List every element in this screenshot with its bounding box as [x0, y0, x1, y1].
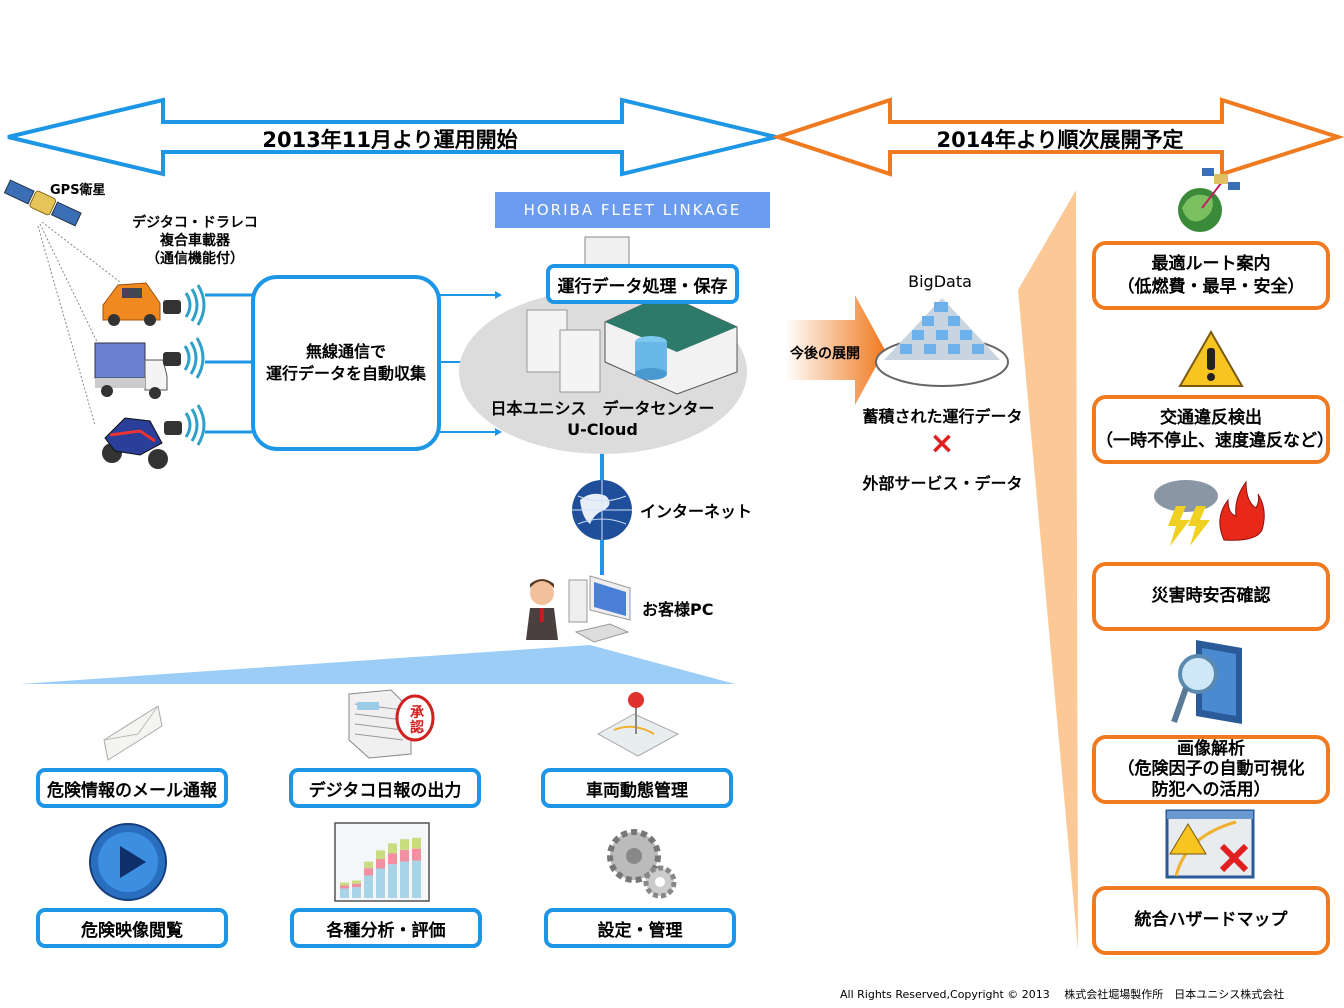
chart-bar-segment	[364, 875, 373, 898]
chart-bar-segment	[340, 888, 349, 898]
chart-bar-segment	[376, 858, 385, 869]
stamp-char2: 認	[410, 720, 424, 736]
device-label-line3: （通信機能付）	[146, 251, 244, 267]
service-button-danger-mail[interactable]: 危険情報のメール通報	[36, 768, 228, 808]
envelope-icon	[103, 705, 163, 761]
chart-bar-segment	[400, 839, 409, 850]
chart-bar-segment	[388, 843, 397, 854]
gears-icon	[607, 829, 677, 899]
chart-bar-segment	[400, 849, 409, 862]
truck-icon	[94, 337, 205, 399]
video-search-icon	[1171, 640, 1242, 724]
customer-pc-icon	[568, 575, 631, 643]
gps-satellite-icon	[3, 179, 82, 227]
bar-chart-icon	[334, 822, 430, 902]
datacenter-cloud	[459, 236, 747, 454]
chart-bar-segment	[376, 868, 385, 898]
service-button-danger-video[interactable]: 危険映像閲覧	[36, 908, 228, 948]
services-spread	[20, 645, 735, 684]
customer-pc-label: お客様PC	[642, 600, 714, 619]
future-item-title: 画像解析	[1177, 738, 1245, 759]
play-button-icon	[89, 823, 167, 901]
service-button-vehicle-tracking[interactable]: 車両動態管理	[541, 768, 733, 808]
wireless-box-line2: 運行データを自動収集	[265, 364, 426, 383]
chart-bar-segment	[400, 861, 409, 898]
future-item-subtitle: （低燃費・最早・安全）	[1117, 276, 1305, 297]
chart-bar-segment	[388, 864, 397, 898]
horiba-fleet-linkage-logo: HORIBA FLEET LINKAGE	[495, 192, 770, 228]
wireless-box-line1: 無線通信で	[305, 342, 386, 361]
chart-bar-segment	[352, 883, 361, 888]
future-item-subtitle: （危険因子の自動可視化	[1117, 759, 1305, 780]
device-label-line2: 複合車載器	[160, 233, 230, 249]
future-item-title: 最適ルート案内	[1151, 254, 1271, 275]
external-data-label: 外部サービス・データ	[862, 474, 1023, 493]
internet-globe-icon	[572, 480, 632, 540]
customer-person-icon	[526, 579, 558, 640]
approval-stamp: 承 認	[402, 706, 432, 736]
future-item-optimal-route: 最適ルート案内 （低燃費・最早・安全）	[1092, 241, 1330, 310]
current-period-label: 2013年11月より運用開始	[262, 128, 518, 152]
copyright-footer: All Rights Reserved,Copyright © 2013 株式会…	[840, 988, 1285, 1001]
service-button-settings[interactable]: 設定・管理	[544, 908, 736, 948]
hazard-map-icon	[1165, 809, 1255, 879]
data-processing-box: 運行データ処理・保存	[546, 264, 739, 304]
future-development-arrow	[785, 295, 885, 405]
future-period-label: 2014年より順次展開予定	[936, 128, 1184, 152]
ucloud-name: U-Cloud	[567, 420, 638, 439]
chart-bar-segment	[364, 861, 373, 869]
datacenter-label: 日本ユニシス データセンター U-Cloud	[470, 398, 735, 440]
service-label: 各種分析・評価	[326, 920, 446, 941]
cross-icon: ×	[929, 426, 955, 461]
motorcycle-icon	[102, 404, 206, 469]
chart-bar-segment	[340, 882, 349, 886]
server-icon	[559, 329, 601, 393]
service-label: 設定・管理	[597, 920, 683, 941]
future-item-title: 災害時安否確認	[1151, 586, 1271, 607]
future-item-subtitle2: 防犯への活用）	[1151, 779, 1271, 800]
future-wedge	[1018, 190, 1078, 950]
wireless-collection-box: 無線通信で 運行データを自動収集	[251, 275, 441, 451]
report-stamp-icon	[348, 689, 435, 759]
device-label-line1: デジタコ・ドラレコ	[132, 215, 258, 231]
chart-bar-segment	[412, 860, 421, 898]
future-item-disaster-safety: 災害時安否確認	[1092, 562, 1330, 631]
globe-satellite-icon	[1178, 168, 1240, 232]
future-item-violation-detection: 交通違反検出 （一時不停止、速度違反など）	[1092, 395, 1334, 464]
internet-label: インターネット	[640, 502, 753, 521]
future-item-title: 統合ハザードマップ	[1134, 910, 1288, 931]
chart-bar-segment	[340, 885, 349, 889]
service-label: デジタコ日報の出力	[308, 780, 462, 801]
device-label: デジタコ・ドラレコ 複合車載器 （通信機能付）	[130, 214, 260, 268]
service-button-digitaco-report[interactable]: デジタコ日報の出力	[289, 768, 481, 808]
storm-fire-icon	[1154, 480, 1265, 546]
gps-label: GPS衛星	[50, 183, 106, 198]
gps-signal-lines	[37, 221, 121, 426]
service-label: 危険映像閲覧	[81, 920, 183, 941]
bigdata-pyramid-icon	[875, 298, 1009, 387]
future-item-subtitle: （一時不停止、速度違反など）	[1096, 430, 1334, 451]
chart-bar-segment	[364, 868, 373, 876]
bigdata-label: BigData	[908, 272, 972, 291]
chart-bar-segment	[352, 887, 361, 898]
future-item-image-analysis: 画像解析 （危険因子の自動可視化 防犯への活用）	[1092, 735, 1330, 804]
car-icon	[102, 282, 206, 326]
current-period-arrow	[7, 97, 1344, 177]
service-label: 危険情報のメール通報	[47, 780, 217, 801]
service-label: 車両動態管理	[586, 780, 688, 801]
chart-bar-segment	[412, 848, 421, 861]
warning-icon	[1178, 329, 1244, 387]
service-button-analysis[interactable]: 各種分析・評価	[290, 908, 482, 948]
future-item-hazard-map: 統合ハザードマップ	[1092, 886, 1330, 955]
map-pin-icon	[596, 692, 680, 757]
future-item-title: 交通違反検出	[1160, 408, 1262, 429]
chart-bar-segment	[412, 837, 421, 849]
accumulated-data-label: 蓄積された運行データ	[862, 407, 1023, 426]
chart-bar-segment	[352, 880, 361, 884]
datacenter-name: 日本ユニシス データセンター	[490, 399, 715, 418]
chart-bar-segment	[388, 853, 397, 865]
stamp-char1: 承	[410, 705, 424, 721]
chart-bar-segment	[376, 850, 385, 859]
future-development-label: 今後の展開	[790, 346, 860, 362]
